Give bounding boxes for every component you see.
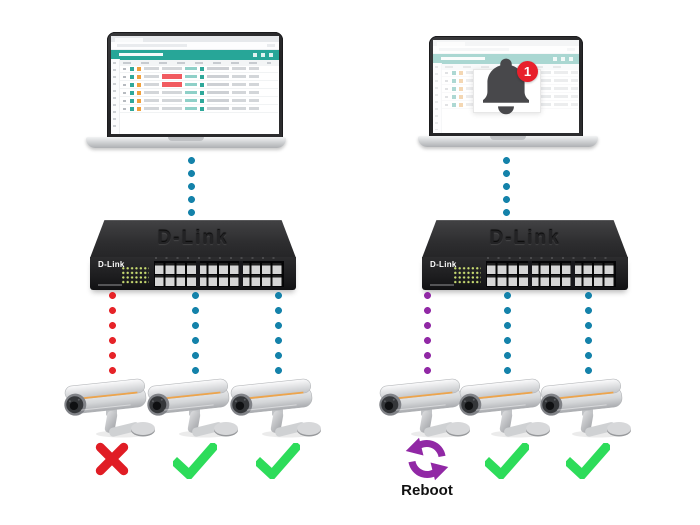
table-row [120,65,278,73]
port-bank-24 [486,261,616,287]
table-rows [120,65,278,113]
ip-camera [145,378,241,438]
dlink-logo: D-Link [98,260,125,269]
laptop-base [418,136,598,147]
switch-model-text [430,284,454,286]
network-switch-right: D-Link D-Link [422,220,628,290]
port-bank-24 [154,261,284,287]
laptop-base [86,137,286,148]
port-numbers [487,257,615,259]
x-icon [94,441,130,477]
browser-address-bar [433,46,579,54]
port-group-gap [196,261,200,287]
table-header [111,60,279,66]
browser-address-bar [111,42,279,50]
laptop-display [111,36,279,134]
link-camera3-blue [275,292,282,378]
switch-embossed-logo: D-Link [157,228,229,249]
port-numbers [155,257,283,259]
side-rail [433,63,442,133]
laptop-notch [168,137,204,141]
port-row [155,275,283,286]
laptop-screen [107,32,283,139]
port-row [487,275,615,286]
switch-front-face: D-Link [422,257,628,290]
ip-camera [538,378,634,438]
dlink-logo: D-Link [430,260,457,269]
link-camera1-purple [424,292,431,378]
check-icon [485,443,529,479]
led-grid [454,267,481,285]
check-icon [256,443,300,479]
link-camera2-blue [504,292,511,378]
port-row [155,263,283,274]
table-row [120,89,278,97]
side-rail [111,59,120,134]
app-header-bar [111,50,279,60]
table-row-alert [120,81,278,89]
link-camera3-blue [585,292,592,378]
ip-camera [62,378,158,438]
table-row-alert [120,73,278,81]
port-group-gap [528,261,532,287]
management-app-screenshot [111,36,279,134]
switch-top-face: D-Link [90,220,296,258]
network-switch-left: D-Link D-Link [90,220,296,290]
link-laptop-switch-left [188,157,195,220]
browser-tab-bar [433,40,579,46]
browser-tab-bar [111,36,279,42]
led-grid [122,267,149,285]
switch-top-face: D-Link [422,220,628,258]
reboot-label: Reboot [401,482,453,499]
check-icon [173,443,217,479]
port-row [487,263,615,274]
link-camera2-blue [192,292,199,378]
switch-front-face: D-Link [90,257,296,290]
check-icon [566,443,610,479]
laptop-notch [490,136,526,140]
link-camera1-red [109,292,116,378]
switch-model-text [98,284,122,286]
table-row [120,97,278,105]
notification-badge: 1 [517,61,538,82]
ip-camera [228,378,324,438]
reboot-icon [404,436,450,482]
switch-embossed-logo: D-Link [489,228,561,249]
port-group-gap [571,261,575,287]
port-group-gap [239,261,243,287]
table-row [120,105,278,113]
link-laptop-switch-right [503,157,510,220]
